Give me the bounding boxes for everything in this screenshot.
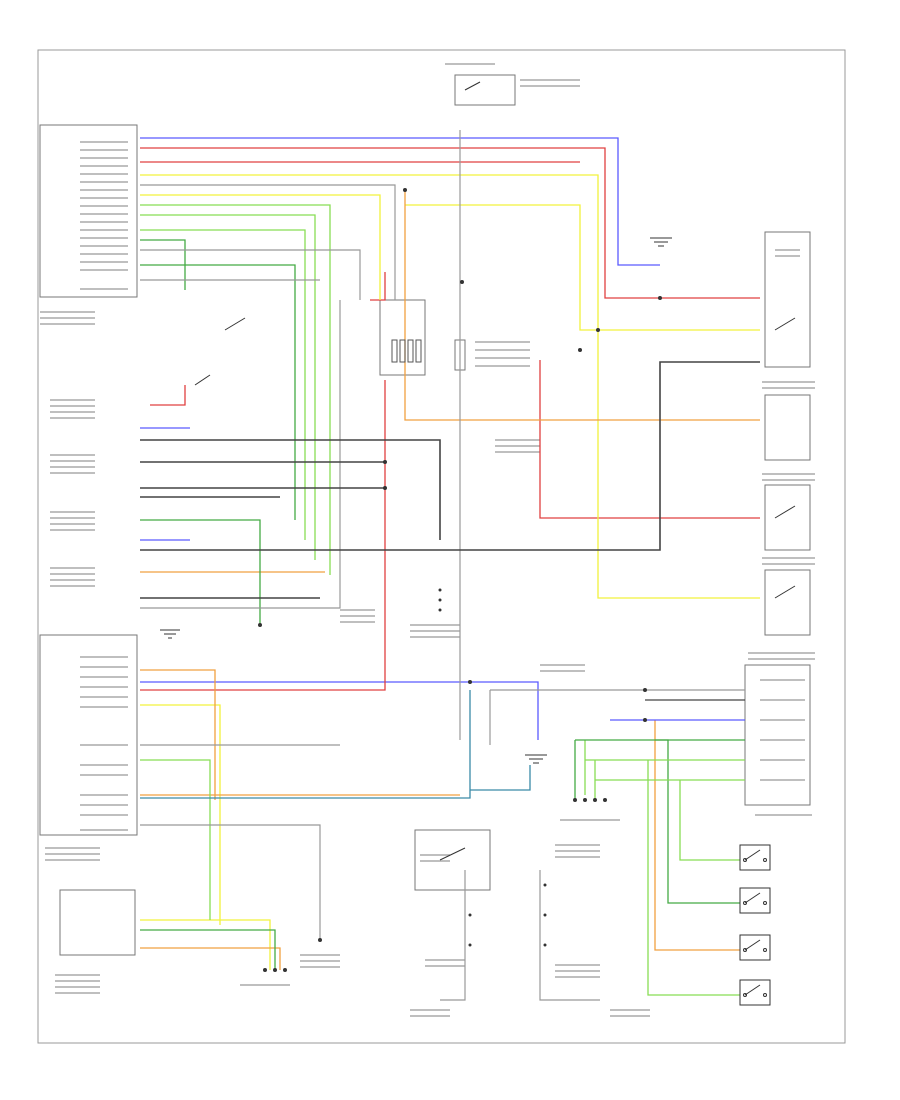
lock-switch-box — [59, 889, 136, 956]
component-boxes — [39, 74, 811, 956]
wire-orange — [140, 190, 760, 970]
switch-symbols — [160, 81, 796, 1006]
junction-dots — [258, 188, 662, 972]
ground-symbol-1 — [650, 237, 672, 247]
door-switch-panel — [744, 664, 811, 806]
keyless-receiver-box — [39, 634, 138, 836]
center-connector-stack — [391, 339, 422, 363]
wire-red — [140, 147, 760, 691]
door-switch-3 — [739, 934, 771, 961]
door-switch-1 — [739, 844, 771, 871]
wire-right-greens — [575, 699, 745, 781]
door-switch-2 — [739, 887, 771, 914]
door-lock-actuator-top — [764, 231, 811, 368]
door-lock-actuator-4 — [764, 569, 811, 636]
fuse-panel-box — [414, 829, 491, 891]
bcm-pin-labels — [80, 141, 128, 290]
relay-box-top — [454, 74, 516, 106]
ground-symbol-2 — [525, 754, 547, 764]
door-switch-4 — [739, 979, 771, 1006]
wire-yellow — [140, 174, 760, 970]
main-junction-box — [379, 299, 426, 376]
wire-gray — [140, 130, 745, 1001]
wire-blue — [140, 137, 660, 740]
ground-symbol-3 — [160, 629, 180, 639]
body-control-module-box — [39, 124, 138, 298]
label-blocks — [40, 63, 815, 1017]
diagram-frame — [37, 49, 846, 1044]
door-lock-actuator-3 — [764, 484, 811, 551]
wire-black — [140, 361, 760, 599]
door-lock-actuator-2 — [764, 394, 811, 461]
receiver-pin-labels — [80, 656, 128, 831]
wire-teal — [140, 690, 531, 799]
wire-lightgreen — [140, 204, 740, 996]
